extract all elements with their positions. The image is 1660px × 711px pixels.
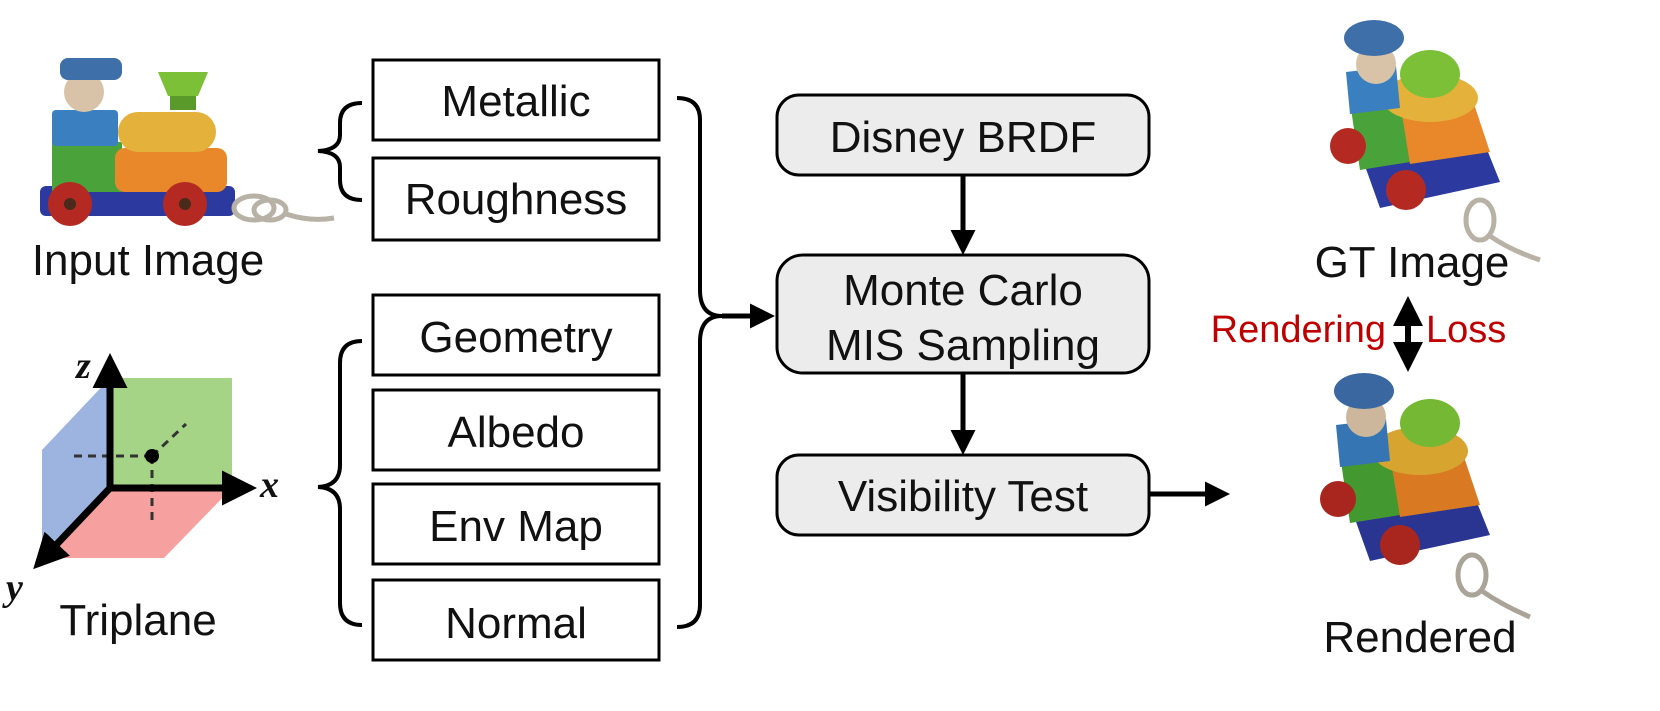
geometry-box: Geometry bbox=[371, 293, 661, 377]
metallic-label: Metallic bbox=[441, 77, 590, 126]
monte-carlo-label: Monte Carlo bbox=[843, 266, 1083, 315]
y-axis-arrow bbox=[33, 485, 113, 570]
input-image-label: Input Image bbox=[32, 236, 264, 285]
loss-label: Loss bbox=[1426, 309, 1506, 351]
merge-brace bbox=[676, 96, 723, 629]
rendered-train-image bbox=[1320, 373, 1531, 620]
mis-sampling-label: MIS Sampling bbox=[826, 321, 1100, 370]
disney-brdf-node: Disney BRDF bbox=[775, 93, 1151, 177]
monte-carlo-node: Monte Carlo MIS Sampling bbox=[775, 253, 1151, 375]
gt-image-label: GT Image bbox=[1315, 238, 1510, 287]
visibility-test-node: Visibility Test bbox=[775, 453, 1151, 537]
visibility-test-label: Visibility Test bbox=[838, 472, 1088, 521]
metallic-box: Metallic bbox=[371, 58, 661, 142]
x-axis-label: x bbox=[259, 464, 279, 506]
yz-plane bbox=[42, 378, 110, 558]
material-brace bbox=[317, 101, 363, 202]
env-map-box: Env Map bbox=[371, 482, 661, 566]
rendered-label: Rendered bbox=[1323, 613, 1516, 662]
rendering-label: Rendering bbox=[1211, 309, 1386, 351]
normal-label: Normal bbox=[445, 599, 587, 648]
normal-box: Normal bbox=[371, 578, 661, 662]
input-train-image bbox=[40, 58, 335, 226]
xy-plane bbox=[42, 488, 232, 558]
triplane-icon bbox=[33, 353, 257, 570]
triplane-label: Triplane bbox=[59, 596, 216, 645]
env-map-label: Env Map bbox=[429, 502, 603, 551]
z-axis-label: z bbox=[74, 345, 91, 387]
roughness-box: Roughness bbox=[371, 156, 661, 242]
gt-train-image bbox=[1330, 20, 1541, 263]
albedo-label: Albedo bbox=[447, 408, 584, 457]
geometry-label: Geometry bbox=[419, 313, 612, 362]
roughness-label: Roughness bbox=[405, 175, 628, 224]
albedo-box: Albedo bbox=[371, 388, 661, 472]
disney-brdf-label: Disney BRDF bbox=[830, 113, 1097, 162]
property-brace bbox=[317, 339, 363, 627]
xz-plane bbox=[110, 378, 232, 488]
y-axis-label: y bbox=[2, 567, 23, 609]
